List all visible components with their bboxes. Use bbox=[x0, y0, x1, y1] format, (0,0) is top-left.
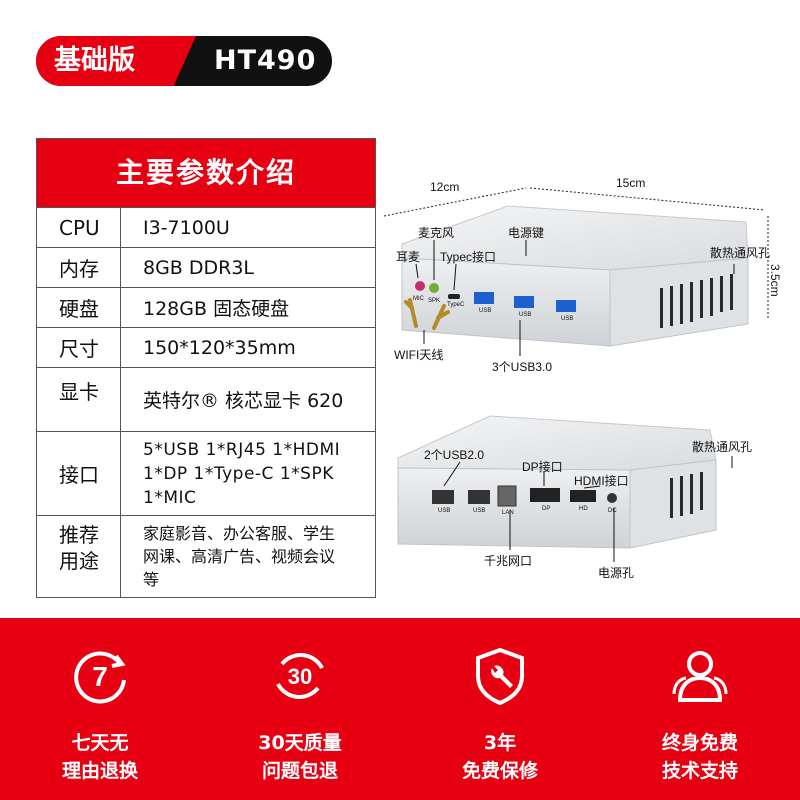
edition-badge: 基础版 HT490 bbox=[36, 36, 332, 86]
seven-day-number: 7 bbox=[92, 661, 108, 692]
spec-row-storage: 硬盘 128GB 固态硬盘 bbox=[37, 287, 375, 327]
model-label: HT490 bbox=[214, 45, 317, 76]
spec-value-line: 1*DP 1*Type-C 1*SPK bbox=[143, 464, 334, 484]
dimension-depth: 12cm bbox=[430, 180, 460, 194]
mini-pc-drawing bbox=[383, 187, 769, 562]
thirty-day-quality-icon: 30 bbox=[276, 653, 324, 699]
spec-key-lines: 推荐 用途 bbox=[37, 516, 121, 597]
label-usb2: 2个USB2.0 bbox=[424, 448, 485, 462]
port-caption-dc: DC bbox=[608, 508, 617, 514]
spec-key-line: 用途 bbox=[59, 549, 99, 573]
port-caption-spk: SPK bbox=[428, 298, 441, 304]
port-caption-lan: LAN bbox=[502, 510, 514, 516]
port-caption-usb: USB bbox=[561, 316, 574, 322]
shield-wrench-icon bbox=[476, 647, 524, 706]
service-band: 7 七天无 理由退换 30 30天质量 问题包退 3年 免费保修 终身免费 技术… bbox=[0, 618, 800, 800]
feature-line1: 七天无 bbox=[71, 732, 129, 754]
spec-value-lines: 5*USB 1*RJ45 1*HDMI 1*DP 1*Type-C 1*SPK … bbox=[121, 432, 375, 515]
label-power-jack: 电源孔 bbox=[598, 566, 635, 580]
dimension-width: 15cm bbox=[616, 176, 646, 190]
edition-label: 基础版 bbox=[54, 45, 135, 76]
label-hdmi: HDMI接口 bbox=[574, 474, 629, 488]
feature-line2: 免费保修 bbox=[461, 760, 538, 782]
spec-value: 英特尔® 核芯显卡 620 bbox=[143, 390, 344, 412]
spec-table: 主要参数介绍 CPU I3-7100U 内存 8GB DDR3L 硬盘 128G… bbox=[36, 138, 376, 598]
spec-value-line: 网课、高清广告、视频会议 bbox=[143, 547, 336, 566]
spec-row-size: 尺寸 150*120*35mm bbox=[37, 327, 375, 367]
badge-red-segment bbox=[36, 36, 196, 86]
feature-line1: 30天质量 bbox=[258, 732, 342, 754]
label-power-button: 电源键 bbox=[508, 226, 545, 240]
feature-line2: 理由退换 bbox=[61, 760, 138, 782]
spec-value: I3-7100U bbox=[143, 216, 230, 239]
label-usb3: 3个USB3.0 bbox=[492, 360, 553, 374]
thirty-day-number: 30 bbox=[288, 664, 312, 689]
spec-row-cpu: CPU I3-7100U bbox=[37, 207, 375, 247]
spec-value-line: 家庭影音、办公客服、学生 bbox=[143, 524, 336, 543]
label-headphone: 耳麦 bbox=[396, 250, 421, 264]
spec-row-memory: 内存 8GB DDR3L bbox=[37, 247, 375, 287]
label-wifi: WIFI天线 bbox=[394, 348, 444, 362]
spec-row-usage: 推荐 用途 家庭影音、办公客服、学生 网课、高清广告、视频会议 等 bbox=[37, 515, 375, 597]
port-caption-usb: USB bbox=[438, 508, 451, 514]
spec-value: 128GB 固态硬盘 bbox=[143, 298, 290, 320]
spec-key: CPU bbox=[37, 208, 121, 247]
port-caption-dp: DP bbox=[542, 506, 551, 512]
back-unit bbox=[397, 415, 717, 549]
feature-line1: 终身免费 bbox=[661, 732, 738, 754]
spec-key: 接口 bbox=[37, 432, 121, 515]
label-typec: Typec接口 bbox=[440, 250, 497, 264]
label-dp: DP接口 bbox=[522, 460, 563, 474]
label-front-vent: 散热通风孔 bbox=[710, 246, 771, 260]
port-caption-usb: USB bbox=[519, 312, 532, 318]
spec-value: 150*120*35mm bbox=[143, 336, 296, 359]
feature-line1: 3年 bbox=[483, 732, 517, 754]
spec-row-graphics: 显卡 英特尔® 核芯显卡 620 bbox=[37, 367, 375, 431]
feature-seven-day-return: 7 七天无 理由退换 bbox=[0, 618, 200, 800]
feature-warranty: 3年 免费保修 bbox=[400, 618, 600, 800]
product-illustration: 12cm 15cm 3.5cm 耳麦 麦克风 Typec接口 电源键 散热通风孔… bbox=[380, 168, 790, 588]
spec-value-line: 5*USB 1*RJ45 1*HDMI bbox=[143, 440, 341, 460]
port-caption-mic: MIC bbox=[413, 296, 424, 302]
spec-key-line: 推荐 bbox=[59, 523, 99, 547]
seven-day-return-icon: 7 bbox=[74, 651, 126, 704]
spec-key: 硬盘 bbox=[37, 288, 121, 327]
dimension-height: 3.5cm bbox=[768, 264, 782, 297]
spec-key: 尺寸 bbox=[37, 328, 121, 367]
port-caption-typec: TypeC bbox=[447, 302, 465, 308]
dimension-lines bbox=[383, 187, 769, 318]
spec-value-lines: 家庭影音、办公客服、学生 网课、高清广告、视频会议 等 bbox=[121, 516, 375, 597]
spec-value-line: 等 bbox=[143, 570, 160, 589]
port-caption-usb: USB bbox=[473, 508, 486, 514]
feature-line2: 问题包退 bbox=[261, 760, 338, 782]
spec-value: 8GB DDR3L bbox=[143, 256, 255, 279]
feature-lifetime-support: 终身免费 技术支持 bbox=[600, 618, 800, 800]
label-mic: 麦克风 bbox=[418, 226, 455, 240]
feature-line2: 技术支持 bbox=[661, 760, 738, 782]
spec-key: 内存 bbox=[37, 248, 121, 287]
label-lan: 千兆网口 bbox=[484, 554, 533, 568]
port-caption-hd: HD bbox=[579, 506, 588, 512]
spec-row-ports: 接口 5*USB 1*RJ45 1*HDMI 1*DP 1*Type-C 1*S… bbox=[37, 431, 375, 515]
spec-value-line: 1*MIC bbox=[143, 488, 197, 508]
label-back-vent: 散热通风孔 bbox=[692, 440, 753, 454]
front-unit bbox=[401, 205, 749, 347]
port-caption-usb: USB bbox=[479, 308, 492, 314]
feature-thirty-day-quality: 30 30天质量 问题包退 bbox=[200, 618, 400, 800]
spec-table-title: 主要参数介绍 bbox=[37, 139, 375, 207]
spec-key: 显卡 bbox=[37, 368, 121, 431]
support-people-icon bbox=[672, 651, 728, 702]
